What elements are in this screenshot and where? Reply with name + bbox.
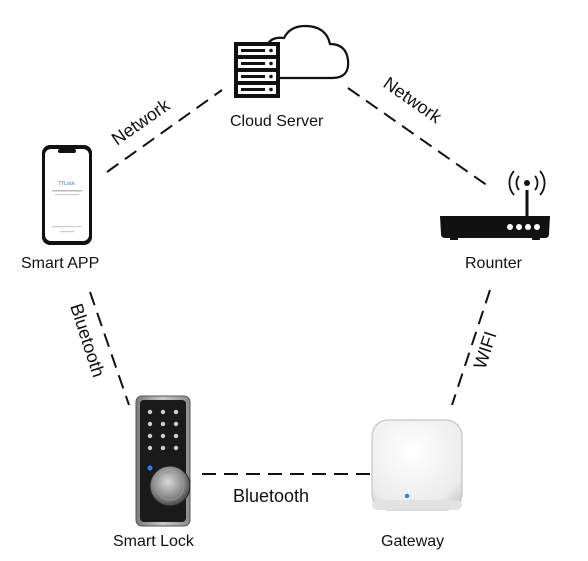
smartphone-icon: TTLock [42,145,92,245]
router-icon [440,170,550,240]
smart-lock-icon [135,395,191,527]
cloud-server-icon [234,24,350,98]
smart-app-label: Smart APP [21,255,99,272]
link-label-lock-gateway: Bluetooth [233,486,309,506]
link-label-cloud-router: Network [380,73,446,128]
link-app-lock [89,291,130,406]
link-label-app-lock: Bluetooth [66,301,109,380]
link-app-cloud [106,89,223,173]
link-cloud-router [347,87,489,187]
gateway-icon [371,419,463,511]
router-label: Rounter [465,255,523,272]
link-router-gateway [451,289,491,406]
gateway-label: Gateway [381,533,444,550]
link-label-app-cloud: Network [108,94,174,149]
cloud-server-label: Cloud Server [230,113,324,130]
smart-lock-label: Smart Lock [113,533,195,550]
app-screen-title: TTLock [58,181,75,187]
